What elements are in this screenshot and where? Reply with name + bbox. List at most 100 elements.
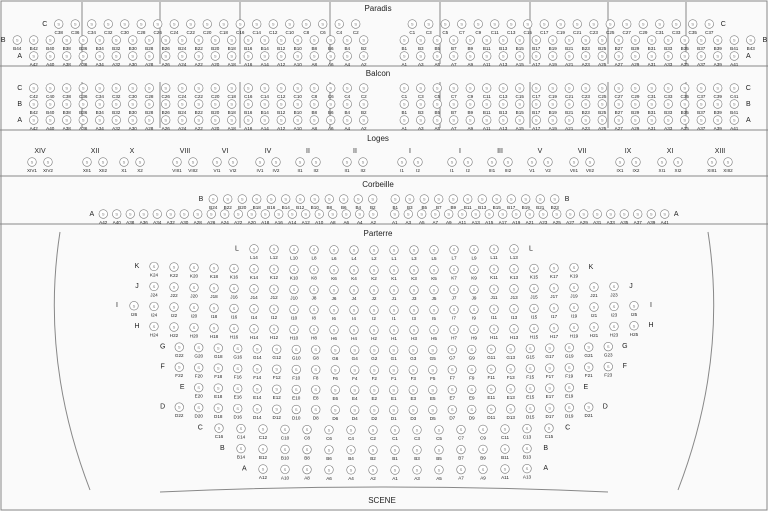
seat[interactable]: SA6 [326, 115, 336, 131]
loge-box-label[interactable]: V [538, 148, 543, 155]
seat[interactable]: SD7 [447, 405, 457, 421]
seat[interactable]: SL3 [409, 245, 419, 261]
seat[interactable]: SA9 [444, 209, 454, 225]
seat[interactable]: SI1 [389, 305, 399, 321]
seat[interactable]: SJ1 [389, 285, 399, 301]
seat[interactable]: SE4 [350, 385, 360, 401]
seat[interactable]: SF4 [350, 365, 360, 381]
seat[interactable]: SB4 [353, 194, 363, 210]
seat[interactable]: SC3 [412, 425, 422, 441]
seat[interactable]: SL4 [349, 245, 359, 261]
seat[interactable]: SI2 [369, 305, 379, 321]
loge-box-label[interactable]: II [353, 148, 357, 155]
seat[interactable]: SD3 [408, 405, 418, 421]
seat[interactable]: SA9 [465, 115, 475, 131]
seat[interactable]: SF3 [408, 365, 418, 381]
seat[interactable]: SL5 [429, 245, 439, 261]
seat[interactable]: SB6 [326, 99, 336, 115]
seat[interactable]: SA5 [432, 115, 442, 131]
seat[interactable]: SD6 [330, 405, 340, 421]
seat[interactable]: SD4 [350, 405, 360, 421]
seat[interactable]: SI2 [413, 157, 423, 173]
seat[interactable]: SG7 [447, 345, 457, 361]
seat[interactable]: SK2 [369, 265, 379, 281]
seat[interactable]: SB4 [342, 99, 352, 115]
seat[interactable]: SB5 [432, 99, 442, 115]
seat[interactable]: SB5 [419, 194, 429, 210]
seat[interactable]: SI2 [463, 157, 473, 173]
loge-box-label[interactable]: I [409, 148, 411, 155]
seat[interactable]: SA2 [359, 51, 369, 67]
seat[interactable]: SC3 [424, 19, 434, 35]
